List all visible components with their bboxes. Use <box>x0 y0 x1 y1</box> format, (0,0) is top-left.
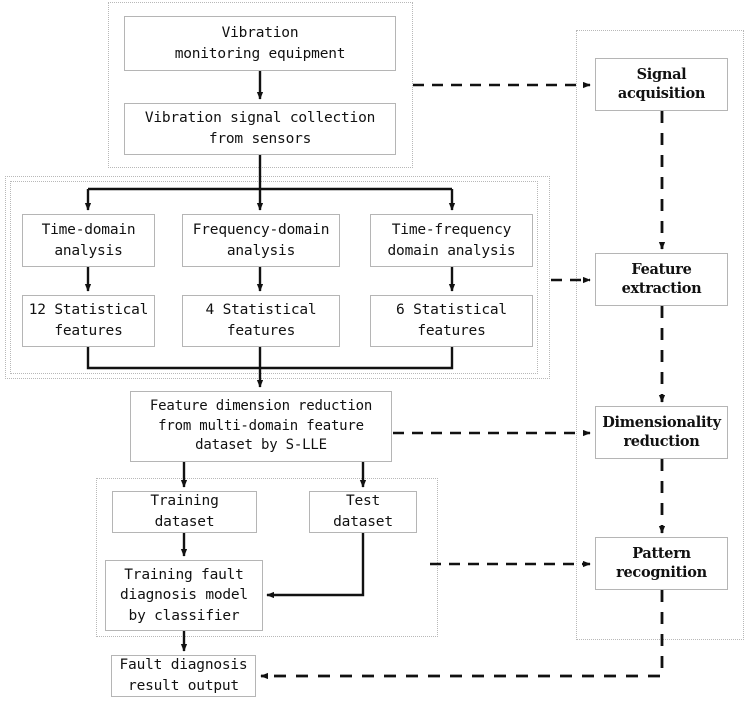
node-vibration-signal-collection[interactable]: Vibration signal collection from sensors <box>124 103 396 155</box>
node-vibration-monitoring-equipment[interactable]: Vibration monitoring equipment <box>124 16 396 71</box>
node-6-statistical-features[interactable]: 6 Statistical features <box>370 295 533 347</box>
stage-signal-acquisition[interactable]: Signal acquisition <box>595 58 728 111</box>
node-12-statistical-features[interactable]: 12 Statistical features <box>22 295 155 347</box>
node-training-fault-diagnosis-model[interactable]: Training fault diagnosis model by classi… <box>105 560 263 631</box>
node-test-dataset[interactable]: Test dataset <box>309 491 417 533</box>
node-fault-diagnosis-result-output[interactable]: Fault diagnosis result output <box>111 655 256 697</box>
node-frequency-domain-analysis[interactable]: Frequency-domain analysis <box>182 214 340 267</box>
feature-extraction-group-inner <box>10 181 538 374</box>
stage-dimensionality-reduction[interactable]: Dimensionality reduction <box>595 406 728 459</box>
node-time-frequency-domain-analysis[interactable]: Time-frequency domain analysis <box>370 214 533 267</box>
stage-feature-extraction[interactable]: Feature extraction <box>595 253 728 306</box>
feature-extraction-group <box>5 176 550 379</box>
node-4-statistical-features[interactable]: 4 Statistical features <box>182 295 340 347</box>
node-training-dataset[interactable]: Training dataset <box>112 491 257 533</box>
stage-pattern-recognition[interactable]: Pattern recognition <box>595 537 728 590</box>
node-feature-dimension-reduction[interactable]: Feature dimension reduction from multi-d… <box>130 391 392 462</box>
node-time-domain-analysis[interactable]: Time-domain analysis <box>22 214 155 267</box>
